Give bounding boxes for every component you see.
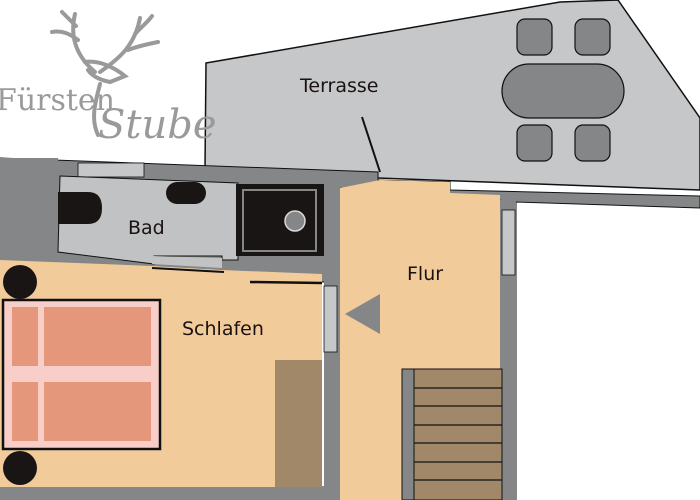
bedroom-door-opening xyxy=(323,285,338,353)
hallway-window xyxy=(501,209,516,276)
bedroom xyxy=(0,260,323,487)
double-bed xyxy=(1,298,162,451)
shower xyxy=(236,184,324,256)
logo: Fürsten Stube xyxy=(0,10,217,148)
deer-antler-icon xyxy=(50,10,160,137)
toilet-icon xyxy=(58,192,102,224)
bedroom-label: Schlafen xyxy=(182,318,264,340)
bathroom-label: Bad xyxy=(128,217,165,239)
terrace-area xyxy=(204,0,700,191)
bathroom xyxy=(57,175,324,268)
nightstand-lamp-icon xyxy=(3,265,37,299)
nightstand-lamp-icon xyxy=(3,451,37,485)
hallway-label: Flur xyxy=(407,263,443,285)
bedroom-door-swing xyxy=(249,280,323,285)
wardrobe xyxy=(275,360,322,487)
terrace-door-swing xyxy=(361,116,381,173)
hallway xyxy=(340,180,503,500)
shower-drain-icon xyxy=(284,210,306,232)
staircase xyxy=(401,368,503,500)
terrace-table-set xyxy=(501,18,625,162)
logo-text-primary: Fürsten xyxy=(0,83,115,118)
entrance-arrow-icon xyxy=(345,294,380,334)
logo-text-secondary: Stube xyxy=(98,102,217,148)
sink-icon xyxy=(166,182,206,204)
terrace-label: Terrasse xyxy=(299,75,379,97)
bathroom-window xyxy=(77,162,145,178)
